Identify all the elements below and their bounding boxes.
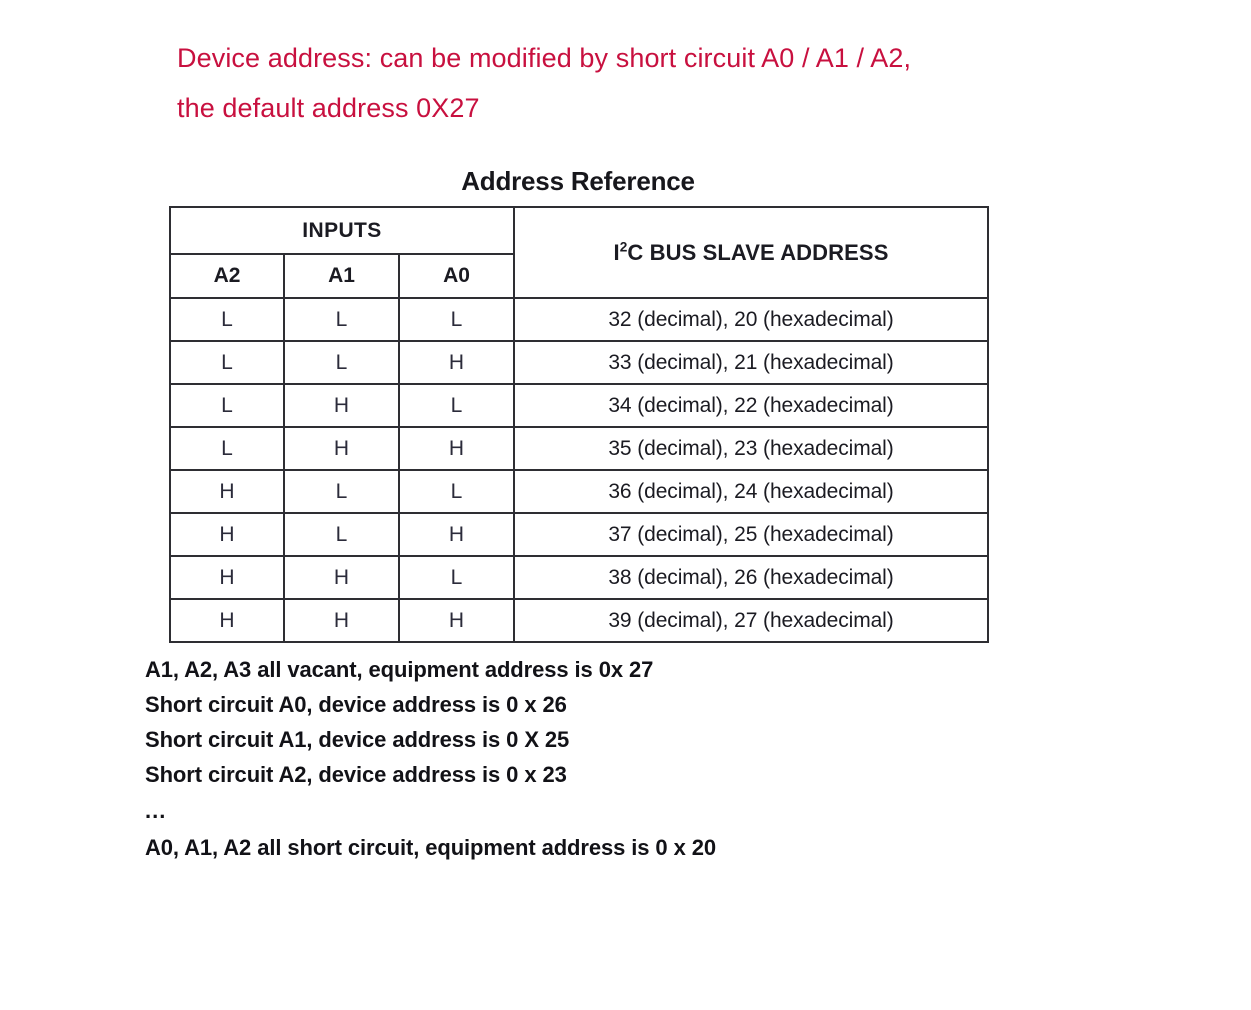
table-header-row-group: INPUTS I2C BUS SLAVE ADDRESS <box>169 206 989 299</box>
address-notes: A1, A2, A3 all vacant, equipment address… <box>145 652 1045 865</box>
cell-a1: L <box>283 469 400 514</box>
table-row: H L H 37 (decimal), 25 (hexadecimal) <box>169 512 989 557</box>
table-header: INPUTS I2C BUS SLAVE ADDRESS A2 A1 A0 <box>169 206 989 299</box>
table-row: L L L 32 (decimal), 20 (hexadecimal) <box>169 297 989 342</box>
cell-address: 36 (decimal), 24 (hexadecimal) <box>513 469 989 514</box>
table-body: L L L 32 (decimal), 20 (hexadecimal) L L… <box>169 297 989 643</box>
table-row: H H H 39 (decimal), 27 (hexadecimal) <box>169 598 989 643</box>
cell-a0: H <box>398 512 515 557</box>
cell-a2: H <box>169 512 285 557</box>
note-ellipsis: ... <box>145 798 167 823</box>
address-reference-table: INPUTS I2C BUS SLAVE ADDRESS A2 A1 A0 L … <box>169 206 989 643</box>
header-col-a2: A2 <box>169 253 285 299</box>
note-line-6: A0, A1, A2 all short circuit, equipment … <box>145 835 716 860</box>
table-row: H L L 36 (decimal), 24 (hexadecimal) <box>169 469 989 514</box>
table-row: L L H 33 (decimal), 21 (hexadecimal) <box>169 340 989 385</box>
cell-a2: H <box>169 598 285 643</box>
note-line-2: Short circuit A0, device address is 0 x … <box>145 692 567 717</box>
cell-a2: L <box>169 426 285 471</box>
intro-heading: Device address: can be modified by short… <box>177 33 1177 133</box>
header-i2c-superscript: 2 <box>619 239 628 255</box>
cell-a2: L <box>169 297 285 342</box>
note-line-1: A1, A2, A3 all vacant, equipment address… <box>145 657 654 682</box>
cell-a1: H <box>283 426 400 471</box>
header-i2c-bus-slave-address: I2C BUS SLAVE ADDRESS <box>513 206 989 299</box>
cell-a2: L <box>169 383 285 428</box>
table-row: H H L 38 (decimal), 26 (hexadecimal) <box>169 555 989 600</box>
cell-a2: H <box>169 469 285 514</box>
cell-a0: L <box>398 383 515 428</box>
cell-a1: L <box>283 297 400 342</box>
cell-a0: H <box>398 598 515 643</box>
cell-a1: L <box>283 340 400 385</box>
table-header-row-columns: A2 A1 A0 <box>169 253 988 299</box>
cell-a0: L <box>398 297 515 342</box>
note-line-3: Short circuit A1, device address is 0 X … <box>145 727 570 752</box>
cell-address: 34 (decimal), 22 (hexadecimal) <box>513 383 989 428</box>
cell-a2: L <box>169 340 285 385</box>
cell-address: 37 (decimal), 25 (hexadecimal) <box>513 512 989 557</box>
cell-address: 38 (decimal), 26 (hexadecimal) <box>513 555 989 600</box>
intro-line-2: the default address 0X27 <box>177 93 480 123</box>
header-col-a1: A1 <box>283 253 400 299</box>
cell-address: 32 (decimal), 20 (hexadecimal) <box>513 297 989 342</box>
cell-a0: H <box>398 340 515 385</box>
address-reference-title: Address Reference <box>461 166 695 196</box>
cell-a1: L <box>283 512 400 557</box>
cell-address: 39 (decimal), 27 (hexadecimal) <box>513 598 989 643</box>
cell-a0: L <box>398 555 515 600</box>
cell-a0: L <box>398 469 515 514</box>
header-i2c-prefix: I <box>613 239 620 265</box>
intro-line-1: Device address: can be modified by short… <box>177 43 912 73</box>
header-col-a0: A0 <box>398 253 515 299</box>
cell-a0: H <box>398 426 515 471</box>
cell-a1: H <box>283 598 400 643</box>
table-row: L H L 34 (decimal), 22 (hexadecimal) <box>169 383 989 428</box>
table-row: L H H 35 (decimal), 23 (hexadecimal) <box>169 426 989 471</box>
header-i2c-suffix: C BUS SLAVE ADDRESS <box>627 239 889 265</box>
header-inputs: INPUTS <box>169 206 515 255</box>
cell-address: 35 (decimal), 23 (hexadecimal) <box>513 426 989 471</box>
cell-a1: H <box>283 383 400 428</box>
cell-address: 33 (decimal), 21 (hexadecimal) <box>513 340 989 385</box>
cell-a1: H <box>283 555 400 600</box>
note-line-4: Short circuit A2, device address is 0 x … <box>145 762 567 787</box>
cell-a2: H <box>169 555 285 600</box>
